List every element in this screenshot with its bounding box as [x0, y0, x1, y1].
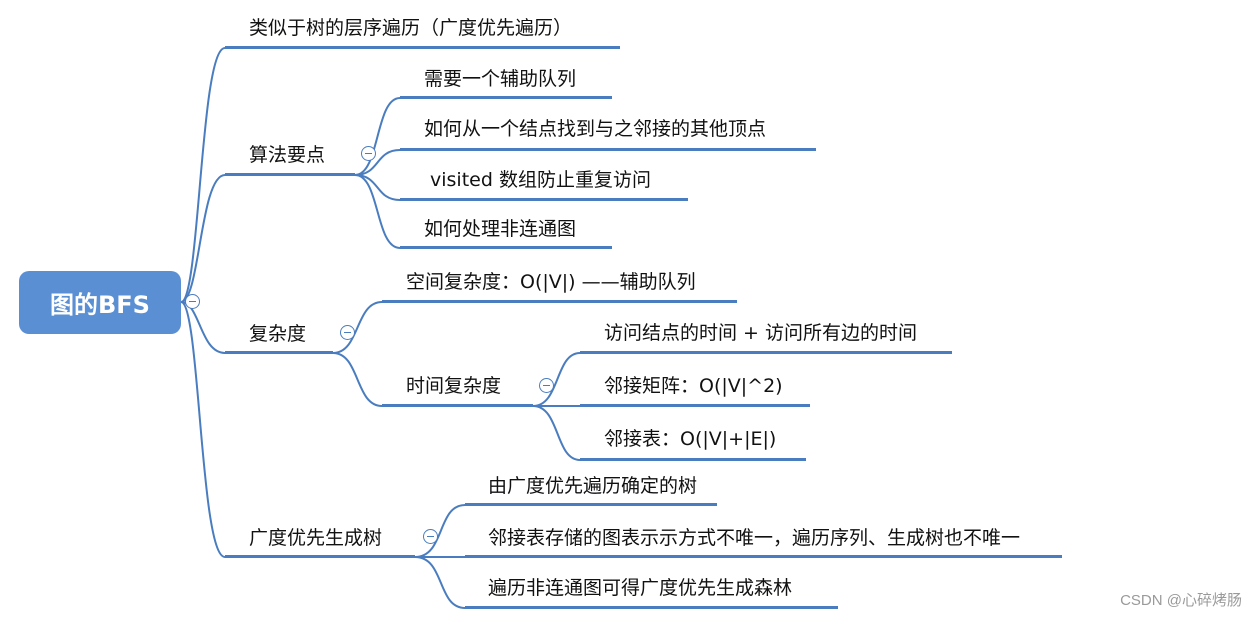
collapse-time-icon[interactable] [539, 378, 554, 393]
underline-time-3 [580, 458, 806, 461]
connector-t-1 [532, 352, 581, 407]
underline-complexity [225, 351, 333, 354]
underline-time-2 [580, 404, 810, 407]
connector-t-3 [532, 405, 581, 461]
node-st-3[interactable]: 遍历非连通图可得广度优先生成森林 [488, 577, 793, 599]
connector-root-key-points [180, 174, 226, 303]
node-kp-3[interactable]: visited 数组防止重复访问 [430, 169, 651, 191]
root-label: 图的BFS [50, 291, 150, 319]
node-time-2[interactable]: 邻接矩阵：O(|V|^2) [604, 375, 783, 397]
connector-kp-2 [354, 149, 401, 176]
node-st-2[interactable]: 邻接表存储的图表示示方式不唯一，遍历序列、生成树也不唯一 [488, 527, 1021, 549]
node-time-3[interactable]: 邻接表：O(|V|+|E|) [604, 428, 777, 450]
connector-root-spanning-tree [180, 301, 226, 558]
node-level-order[interactable]: 类似于树的层序遍历（广度优先遍历） [249, 17, 573, 39]
node-key-points[interactable]: 算法要点 [249, 144, 326, 166]
underline-kp-2 [400, 148, 816, 151]
underline-time [382, 404, 533, 407]
node-kp-2[interactable]: 如何从一个结点找到与之邻接的其他顶点 [424, 118, 767, 140]
node-time-1[interactable]: 访问结点的时间 + 访问所有边的时间 [604, 322, 917, 344]
collapse-spanning-tree-icon[interactable] [423, 529, 438, 544]
collapse-root-icon[interactable] [185, 294, 200, 309]
connector-kp-1 [354, 97, 401, 176]
underline-time-1 [580, 351, 952, 354]
node-complexity[interactable]: 复杂度 [249, 323, 307, 345]
connector-root-level-order [180, 47, 226, 303]
root-node[interactable]: 图的BFS [19, 271, 181, 334]
collapse-complexity-icon[interactable] [340, 325, 355, 340]
connector-root-complexity [180, 301, 226, 354]
node-kp-1[interactable]: 需要一个辅助队列 [424, 68, 577, 90]
node-time-complexity[interactable]: 时间复杂度 [406, 375, 502, 397]
underline-st-2 [465, 555, 1062, 558]
underline-key-points [225, 173, 355, 176]
underline-kp-3 [400, 198, 688, 201]
node-kp-4[interactable]: 如何处理非连通图 [424, 218, 577, 240]
underline-kp-1 [400, 96, 612, 99]
node-spanning-tree[interactable]: 广度优先生成树 [249, 527, 383, 549]
underline-level-order [225, 46, 620, 49]
collapse-key-points-icon[interactable] [361, 146, 376, 161]
connector-cx-time [332, 352, 383, 407]
underline-space [382, 300, 737, 303]
underline-kp-4 [400, 246, 612, 249]
underline-st-3 [465, 606, 838, 609]
underline-spanning-tree [225, 555, 415, 558]
csdn-watermark: CSDN @心碎烤肠 [1120, 592, 1242, 609]
underline-st-1 [465, 503, 717, 506]
connector-st-3 [414, 556, 466, 609]
connector-st-1 [414, 504, 466, 558]
connector-kp-4 [354, 174, 401, 249]
connector-kp-3 [354, 174, 401, 201]
node-space-complexity[interactable]: 空间复杂度：O(|V|) ——辅助队列 [406, 271, 696, 293]
node-st-1[interactable]: 由广度优先遍历确定的树 [488, 475, 698, 497]
connector-cx-space [332, 301, 383, 354]
